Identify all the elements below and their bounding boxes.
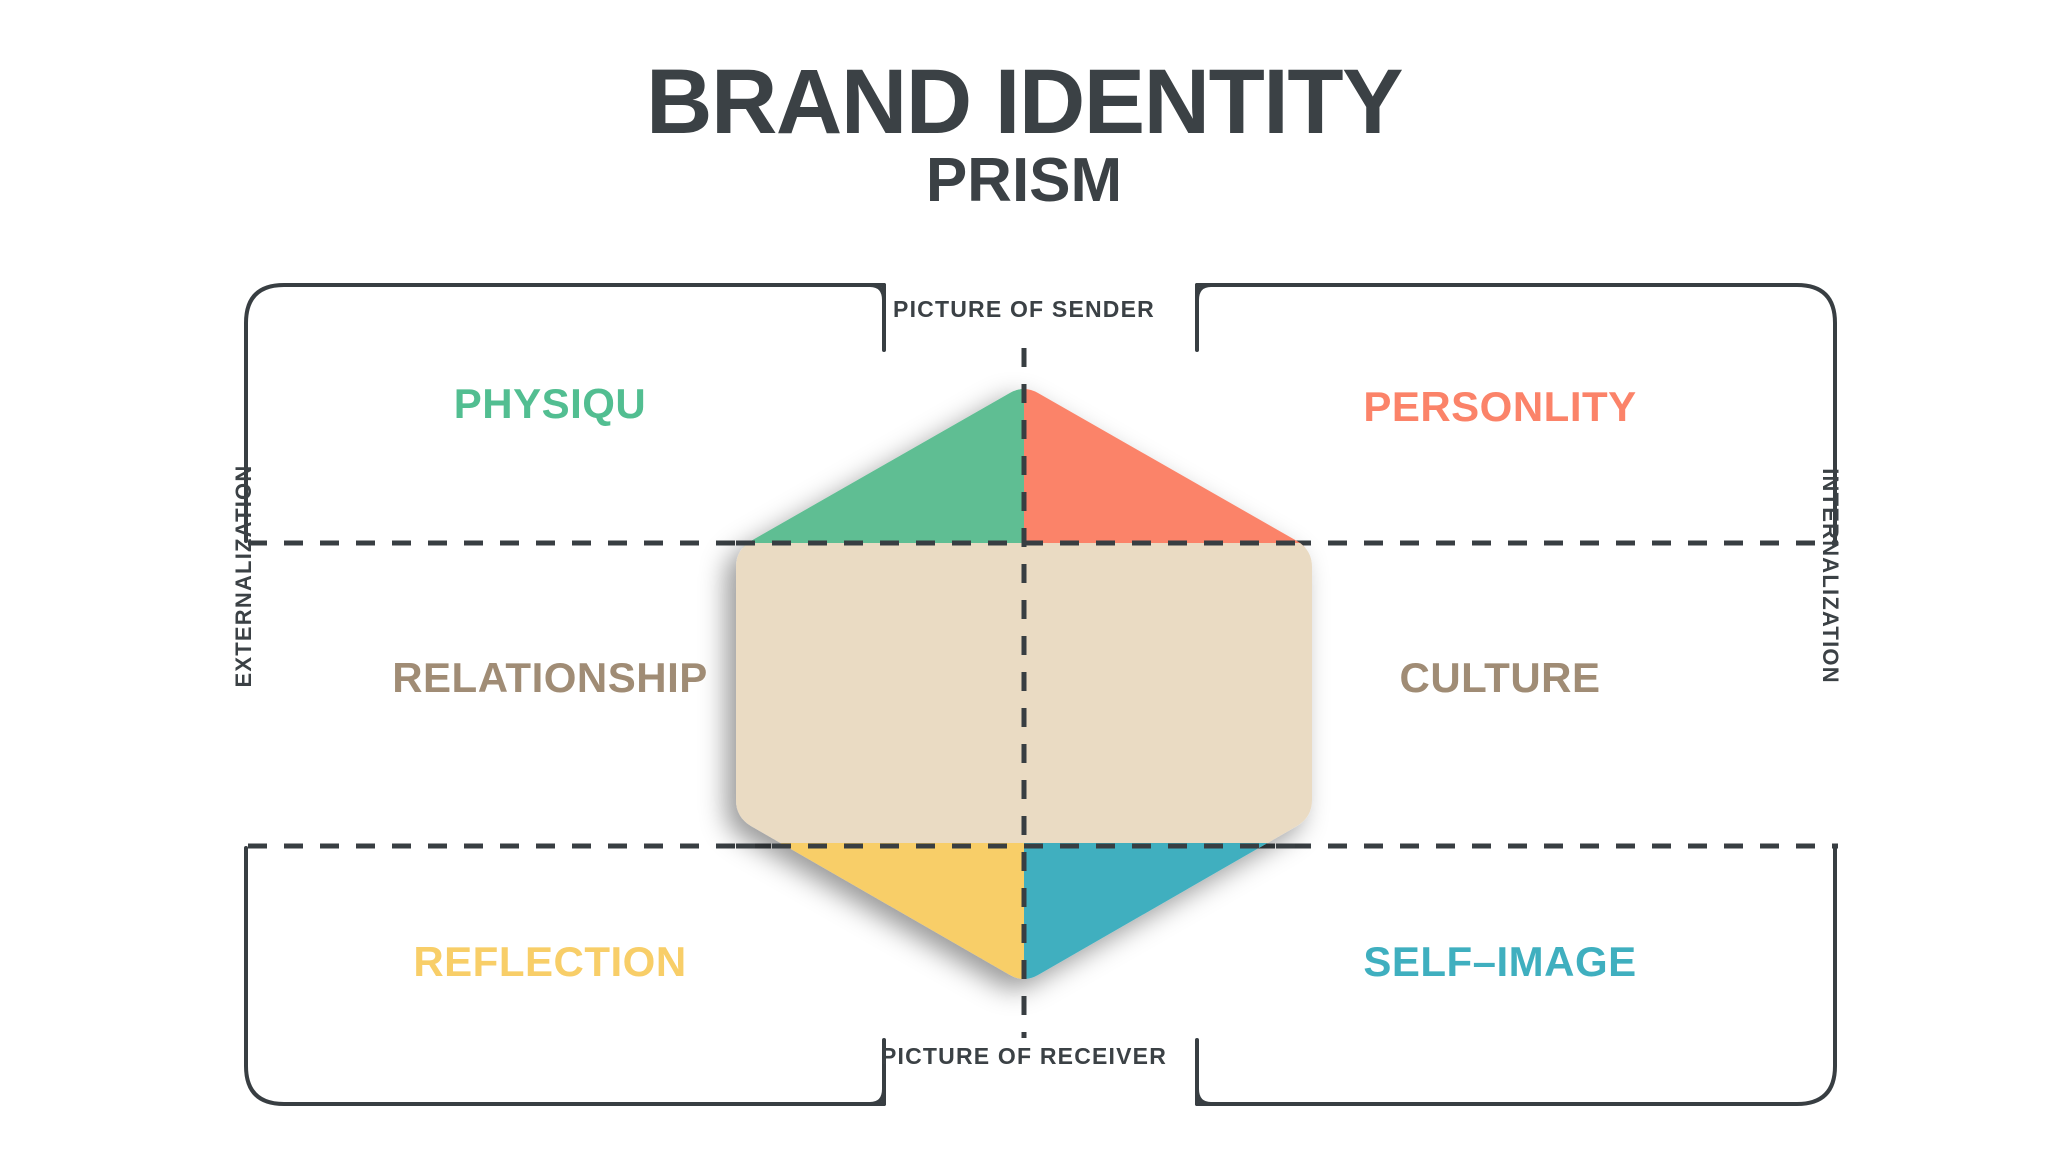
facet-label-reflection: REFLECTION — [413, 938, 687, 985]
facet-label-culture: CULTURE — [1399, 654, 1601, 701]
facet-label-physique: PHYSIQU — [453, 380, 647, 427]
box-top-right — [1195, 283, 1837, 543]
hook-top-left — [868, 283, 886, 352]
box-top-left — [244, 283, 886, 543]
facet-label-relationship: RELATIONSHIP — [392, 654, 708, 701]
facet-label-self-image: SELF–IMAGE — [1363, 938, 1637, 985]
axis-label-picture-of-receiver: PICTURE OF RECEIVER — [880, 1043, 1168, 1069]
box-bottom-right — [1195, 846, 1837, 1106]
hook-bottom-left — [868, 1038, 886, 1106]
hook-bottom-right — [1195, 1038, 1213, 1106]
box-bottom-left — [244, 846, 886, 1106]
hook-top-right — [1195, 283, 1213, 352]
axis-label-internalization: INTERNALIZATION — [1818, 468, 1843, 684]
axis-label-picture-of-sender: PICTURE OF SENDER — [893, 296, 1155, 322]
facet-label-personality: PERSONLITY — [1363, 383, 1637, 430]
